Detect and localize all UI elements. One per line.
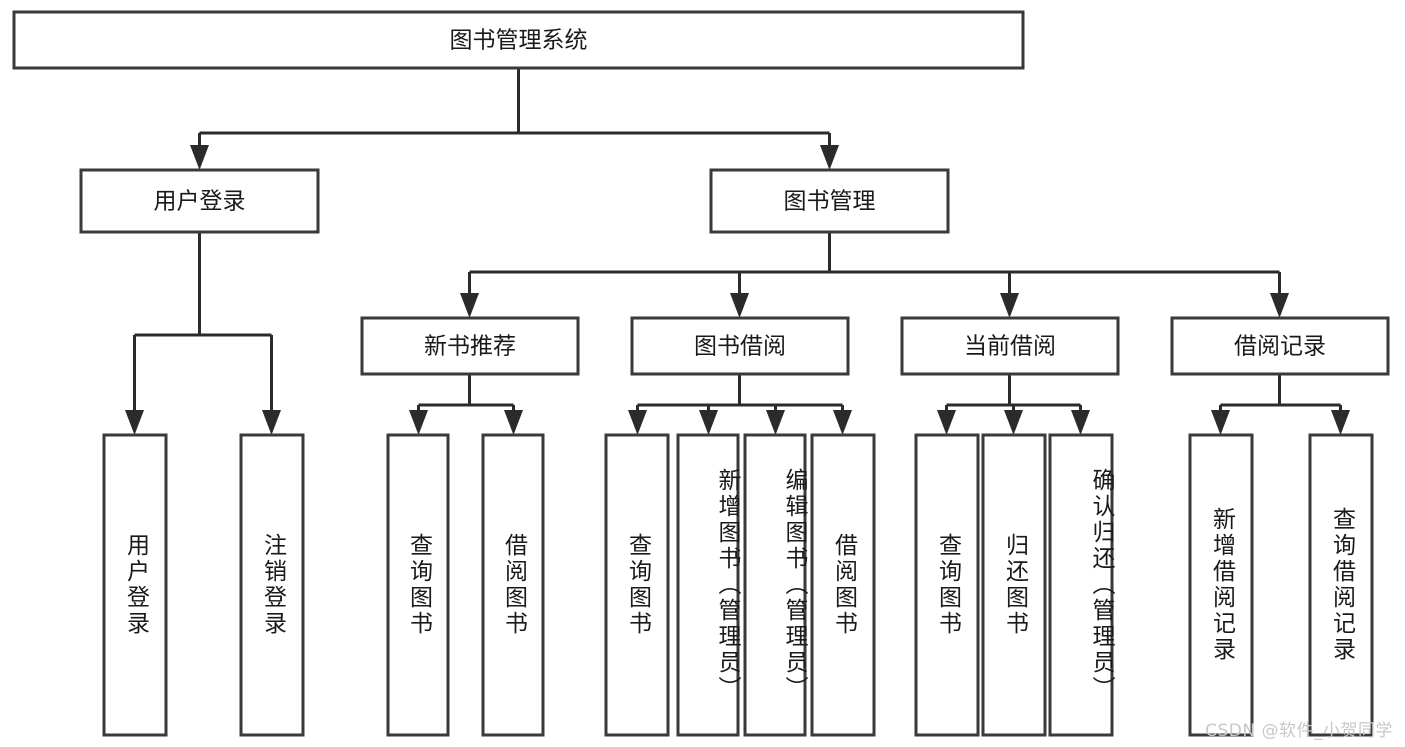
arrow-root-to-bookmgmt [820, 145, 839, 170]
node-current-borrow-box[interactable] [900, 316, 1120, 376]
node-leaf-add-book-admin-box[interactable] [676, 433, 740, 737]
arrow-currentborrow-leaf-3 [1071, 410, 1090, 435]
node-root-box[interactable] [12, 10, 1025, 70]
node-leaf-confirm-return-admin-box[interactable] [1048, 433, 1114, 737]
node-leaf-query-borrow-record-box[interactable] [1308, 433, 1374, 737]
arrow-userlogin-leaf-2 [262, 410, 281, 435]
node-book-management-box[interactable] [709, 168, 950, 234]
node-root-label: 图书管理系统 [450, 28, 588, 54]
arrow-bookmgmt-to-bookborrow [730, 293, 749, 318]
node-layer: 图书管理系统 用户登录 图书管理 新书推荐 图书借阅 当前借阅 借阅记录 [12, 10, 1390, 737]
node-leaf-query-books-current-box[interactable] [914, 433, 980, 737]
arrow-newbook-leaf-2 [504, 410, 523, 435]
csdn-watermark: CSDN @软件_小贺同学 [1205, 721, 1393, 741]
arrow-bookmgmt-to-borrowrecord [1270, 293, 1289, 318]
arrow-bookmgmt-to-newbook [460, 293, 479, 318]
arrow-bookborrow-leaf-2 [699, 410, 718, 435]
arrow-borrowrecord-leaf-1 [1211, 410, 1230, 435]
node-leaf-borrow-books-rec-box[interactable] [481, 433, 545, 737]
node-leaf-add-borrow-record-box[interactable] [1188, 433, 1254, 737]
arrow-bookborrow-leaf-4 [833, 410, 852, 435]
node-leaf-query-books-rec-box[interactable] [386, 433, 450, 737]
node-new-book-recommend-label: 新书推荐 [424, 334, 516, 360]
node-book-management-label: 图书管理 [784, 189, 876, 215]
node-current-borrow-label: 当前借阅 [964, 334, 1056, 360]
node-leaf-edit-book-admin-box[interactable] [743, 433, 807, 737]
arrow-userlogin-leaf-1 [125, 410, 144, 435]
arrow-bookborrow-leaf-3 [766, 410, 785, 435]
node-borrow-record-label: 借阅记录 [1234, 334, 1326, 360]
node-book-borrow-box[interactable] [630, 316, 850, 376]
arrow-bookmgmt-to-currentborrow [1000, 293, 1019, 318]
arrow-root-to-userlogin [190, 145, 209, 170]
node-borrow-record-box[interactable] [1170, 316, 1390, 376]
node-user-login-box[interactable] [79, 168, 320, 234]
node-leaf-user-login-box[interactable] [102, 433, 168, 737]
node-leaf-query-books-borrow-box[interactable] [604, 433, 670, 737]
node-user-login-label: 用户登录 [154, 189, 246, 215]
arrow-newbook-leaf-1 [409, 410, 428, 435]
node-leaf-logout-box[interactable] [239, 433, 305, 737]
node-book-borrow-label: 图书借阅 [694, 334, 786, 360]
arrow-bookborrow-leaf-1 [628, 410, 647, 435]
arrow-currentborrow-leaf-2 [1004, 410, 1023, 435]
node-leaf-return-books-box[interactable] [981, 433, 1047, 737]
connector-layer [125, 68, 1350, 435]
arrow-currentborrow-leaf-1 [937, 410, 956, 435]
node-leaf-borrow-books-box[interactable] [810, 433, 876, 737]
node-new-book-recommend-box[interactable] [360, 316, 580, 376]
arrow-borrowrecord-leaf-2 [1331, 410, 1350, 435]
